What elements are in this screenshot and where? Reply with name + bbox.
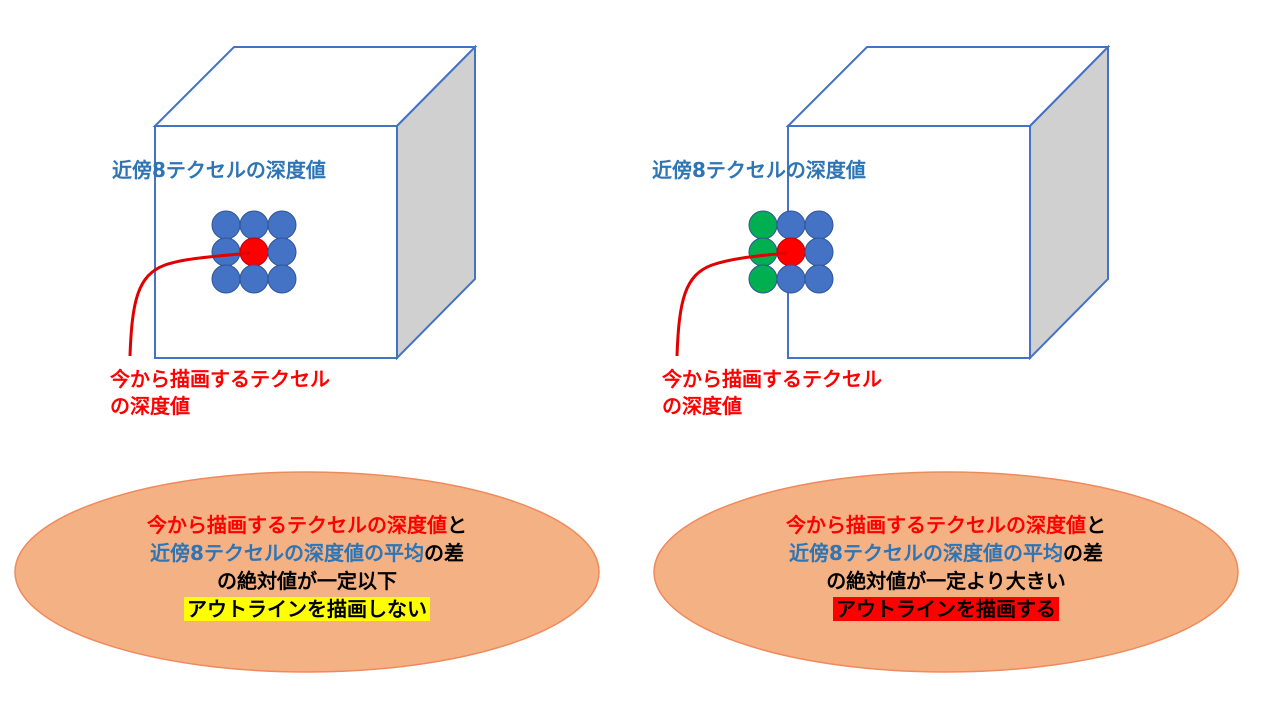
left-condition-ellipse <box>14 471 600 673</box>
edge-texel-dot <box>748 237 778 267</box>
neighbor-texel-dot <box>776 264 806 294</box>
left-condition-line: の絶対値が一定以下 <box>217 569 397 593</box>
left-current-depth-text: 今から描画するテクセルの深度値 <box>147 513 447 537</box>
neighbor-texel-dot <box>267 237 297 267</box>
edge-texel-dot <box>748 264 778 294</box>
right-texel-grid <box>748 210 834 294</box>
right-result-highlight: アウトラインを描画する <box>833 597 1059 621</box>
right-current-label-line1: 今から描画するテクセル <box>662 367 882 391</box>
neighbor-texel-dot <box>211 264 241 294</box>
right-current-label-line2: の深度値 <box>662 394 742 418</box>
right-pointer-line <box>675 251 788 357</box>
left-diff-text: の差 <box>423 541 464 565</box>
neighbor-texel-dot <box>804 237 834 267</box>
neighbor-texel-dot <box>804 210 834 240</box>
current-texel-dot <box>776 237 806 267</box>
edge-texel-dot <box>748 210 778 240</box>
left-pointer-line <box>128 251 251 357</box>
left-result-highlight: アウトラインを描画しない <box>184 597 430 621</box>
right-condition-text: 今から描画するテクセルの深度値と 近傍8テクセルの深度値の平均の差 の絶対値が一… <box>696 511 1196 623</box>
right-current-label: 今から描画するテクセル の深度値 <box>662 366 882 420</box>
right-and-text: と <box>1086 513 1106 537</box>
neighbor-texel-dot <box>267 264 297 294</box>
left-current-label-line1: 今から描画するテクセル <box>110 367 330 391</box>
left-current-label-line2: の深度値 <box>110 394 190 418</box>
right-neighbor-label: 近傍8テクセルの深度値 <box>652 158 866 182</box>
left-cube <box>152 44 478 361</box>
right-diff-text: の差 <box>1062 541 1103 565</box>
neighbor-texel-dot <box>211 210 241 240</box>
neighbor-texel-dot <box>804 264 834 294</box>
left-neighbor-average-text: 近傍8テクセルの深度値の平均 <box>150 541 424 565</box>
right-condition-ellipse <box>653 471 1239 673</box>
current-texel-dot <box>239 237 269 267</box>
neighbor-texel-dot <box>239 264 269 294</box>
right-condition-line: の絶対値が一定より大きい <box>826 569 1066 593</box>
left-current-label: 今から描画するテクセル の深度値 <box>110 366 330 420</box>
right-current-depth-text: 今から描画するテクセルの深度値 <box>786 513 1086 537</box>
neighbor-texel-dot <box>211 237 241 267</box>
neighbor-texel-dot <box>776 210 806 240</box>
left-condition-text: 今から描画するテクセルの深度値と 近傍8テクセルの深度値の平均の差 の絶対値が一… <box>57 511 557 623</box>
neighbor-texel-dot <box>239 210 269 240</box>
right-cube <box>785 44 1111 361</box>
left-texel-grid <box>211 210 297 294</box>
neighbor-texel-dot <box>267 210 297 240</box>
left-and-text: と <box>447 513 467 537</box>
left-neighbor-label: 近傍8テクセルの深度値 <box>112 158 326 182</box>
right-neighbor-average-text: 近傍8テクセルの深度値の平均 <box>789 541 1063 565</box>
